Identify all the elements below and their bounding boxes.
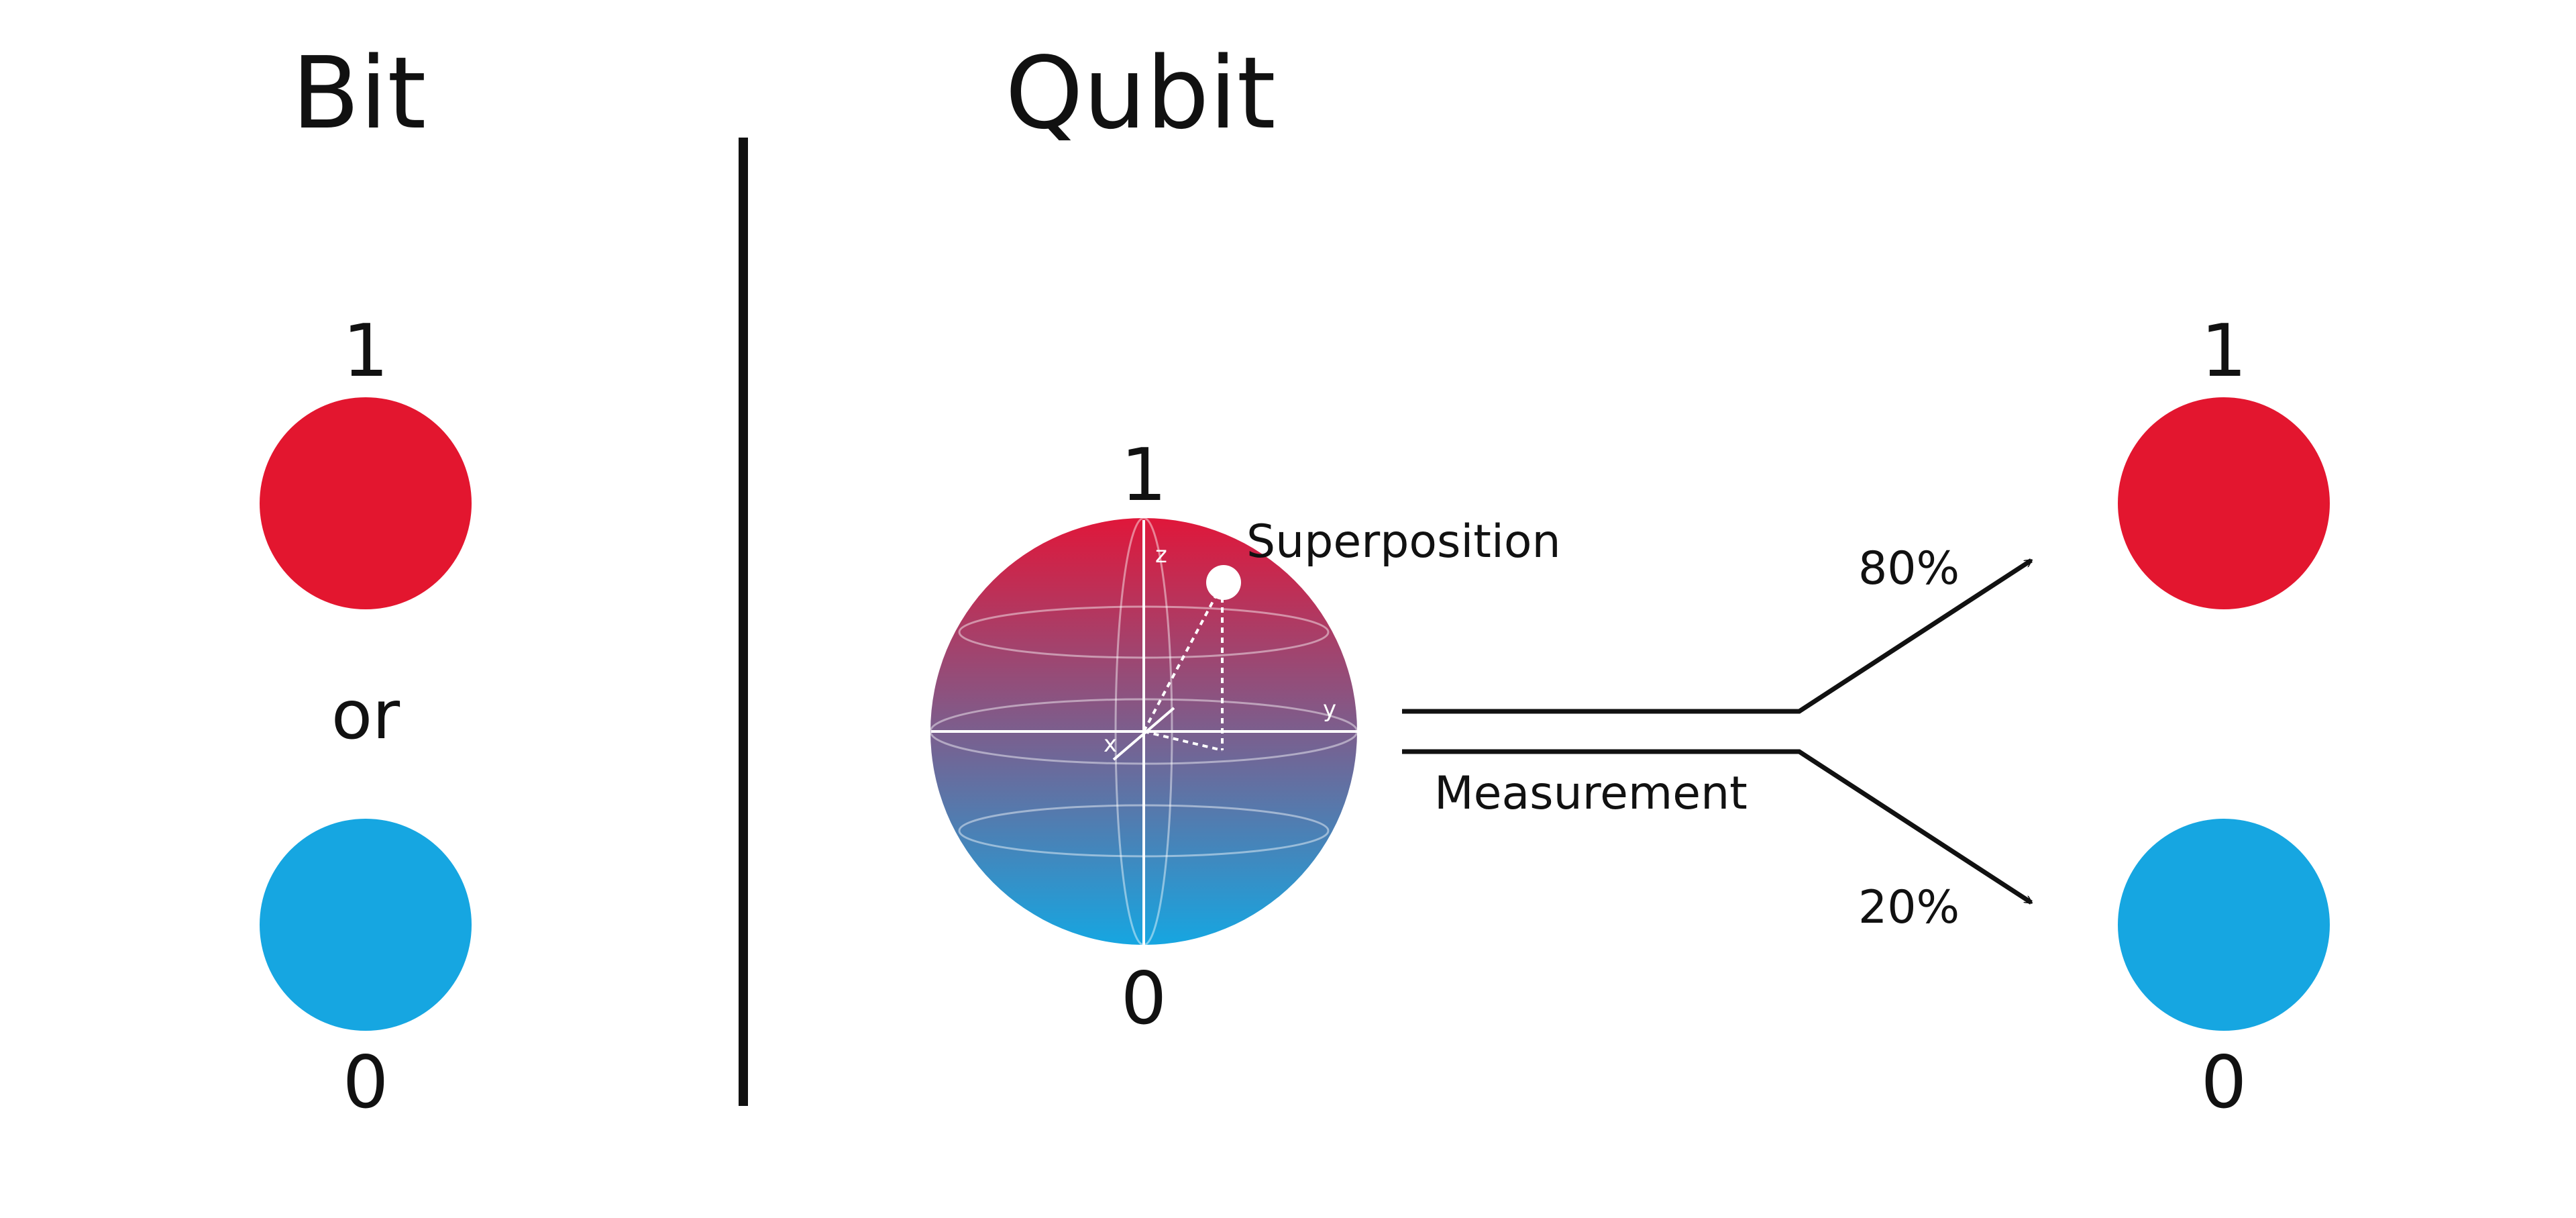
measurement-lower-path [1402,749,2031,905]
sphere-zero-label: 0 [1121,957,1167,1041]
probability-one-label: 80% [1858,542,1960,595]
measurement-arrows [1402,558,2031,905]
bit-zero-circle [260,819,472,1031]
bit-zero-label: 0 [343,1041,389,1125]
x-axis [1112,707,1175,761]
measurement-label: Measurement [1434,767,1748,820]
superposition-label: Superposition [1246,515,1561,568]
bloch-sphere: z y x [929,517,1358,946]
bit-title: Bit [292,36,427,151]
axis-x-label: x [1104,731,1117,758]
superposition-point [1206,565,1241,600]
outcome-zero-circle [2118,819,2330,1031]
probability-zero-label: 20% [1858,881,1960,934]
axis-y-label: y [1323,696,1336,723]
outcome-zero-label: 0 [2201,1041,2247,1125]
qubit-title: Qubit [1005,36,1275,151]
bit-one-label: 1 [343,309,389,393]
outcome-one-circle [2118,397,2330,609]
state-vector [1142,583,1224,732]
axis-z-label: z [1155,542,1167,568]
bit-one-circle [260,397,472,609]
sphere-one-label: 1 [1121,434,1167,517]
outcome-one-label: 1 [2201,309,2247,393]
bit-or-label: or [331,676,400,754]
measurement-upper-path [1402,558,2031,714]
